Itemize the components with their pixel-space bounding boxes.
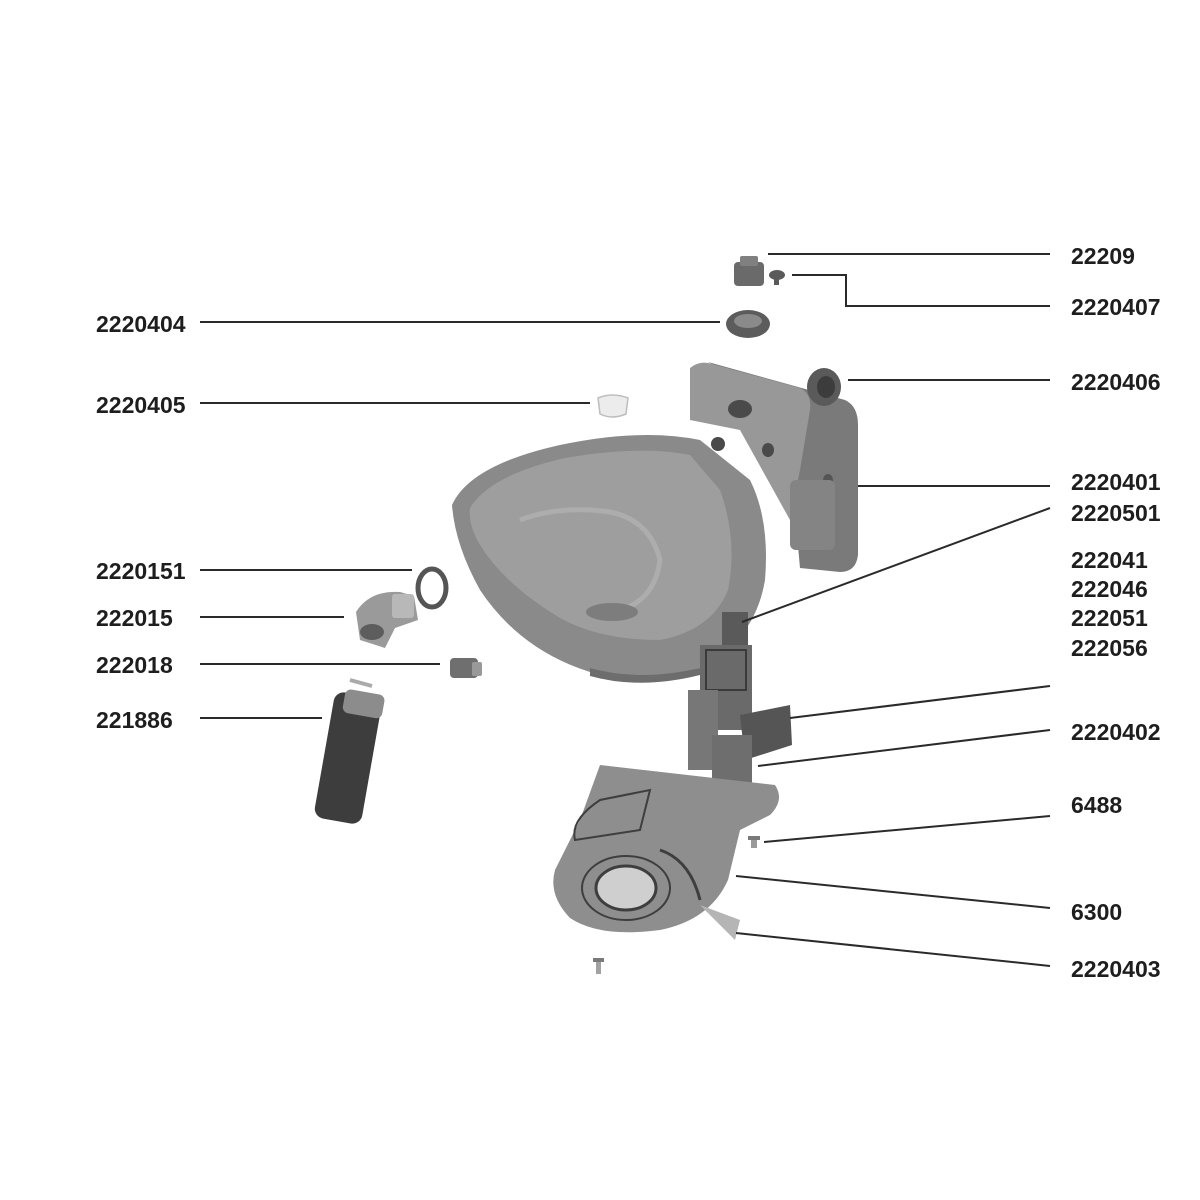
part-label-222041: 222041 — [1071, 547, 1148, 573]
white-insert — [597, 394, 629, 418]
part-label-2220403: 2220403 — [1071, 956, 1161, 982]
seal-ring-top — [726, 310, 770, 338]
water-bowl-drawing — [314, 256, 858, 974]
elbow-fitting — [356, 591, 418, 648]
valve-stem — [688, 612, 792, 785]
o-ring — [415, 566, 449, 610]
leader-6488 — [763, 815, 1051, 843]
leader-unlabeled — [789, 685, 1051, 719]
part-label-22209: 22209 — [1071, 243, 1135, 269]
part-label-2220405: 2220405 — [96, 392, 186, 418]
part-label-6300: 6300 — [1071, 899, 1122, 925]
bowl — [452, 435, 766, 683]
part-label-2220501: 2220501 — [1071, 500, 1161, 526]
part-label-2220402: 2220402 — [1071, 719, 1161, 745]
sleeve-tube — [314, 678, 385, 824]
part-label-2220404: 2220404 — [96, 311, 186, 337]
part-label-2220401: 2220401 — [1071, 469, 1161, 495]
part-label-6488: 6488 — [1071, 792, 1122, 818]
base-plate — [553, 765, 779, 940]
part-label-221886: 221886 — [96, 707, 173, 733]
leader-2220402 — [757, 729, 1051, 767]
part-label-2220151: 2220151 — [96, 558, 186, 584]
leader-2220501 — [741, 507, 1051, 623]
part-label-2220407: 2220407 — [1071, 294, 1161, 320]
nipple-fitting — [450, 658, 482, 678]
side-plug — [807, 368, 841, 406]
part-label-222051: 222051 — [1071, 605, 1148, 631]
leader-2220407 — [792, 274, 1050, 307]
leader-2220403 — [735, 932, 1051, 967]
valve-cap — [734, 256, 764, 286]
mounting-plate — [690, 362, 858, 572]
part-label-222015: 222015 — [96, 605, 173, 631]
part-labels: 22209 2220407 2220404 2220406 2220405 22… — [96, 243, 1161, 982]
part-label-222046: 222046 — [1071, 576, 1148, 602]
leader-lines — [200, 253, 1051, 967]
screw-small — [769, 270, 785, 285]
part-label-222018: 222018 — [96, 652, 173, 678]
leader-6300 — [735, 875, 1051, 909]
part-label-2220406: 2220406 — [1071, 369, 1161, 395]
screw-6488 — [748, 836, 760, 848]
screw-bottom — [593, 958, 604, 974]
part-label-222056: 222056 — [1071, 635, 1148, 661]
